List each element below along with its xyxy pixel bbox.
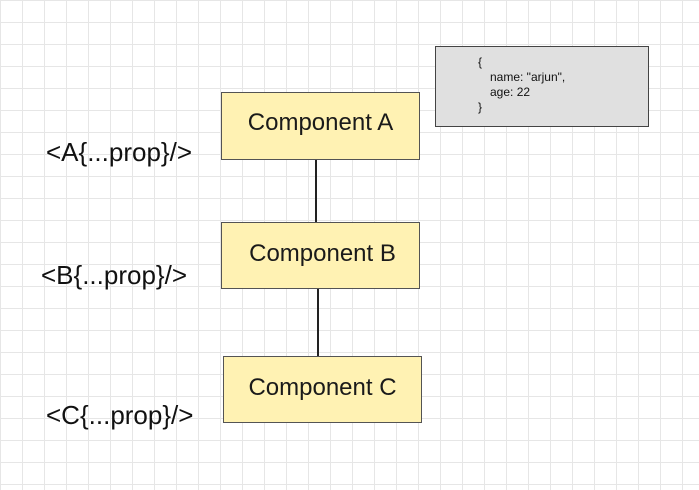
component-a-label: Component A [247,109,394,136]
jsx-tag-a: <A{...prop}/> [46,137,193,167]
note-line-age: age: 22 [490,85,531,99]
connector-a-to-b [315,160,317,222]
note-close-brace: } [478,100,483,114]
connector-b-to-c [317,289,319,356]
jsx-tag-b: <B{...prop}/> [41,260,188,290]
component-c-node[interactable]: Component C [223,356,422,423]
component-b-label: Component B [249,239,396,267]
props-object-note[interactable]: { name: "arjun", age: 22 } [435,46,649,127]
component-c-label: Component C [248,373,397,401]
component-a-node[interactable]: Component A [221,92,420,160]
note-line-name: name: "arjun", [490,70,566,84]
jsx-tag-c: <C{...prop}/> [46,400,194,430]
note-open-brace: { [478,55,483,69]
component-b-node[interactable]: Component B [221,222,420,289]
